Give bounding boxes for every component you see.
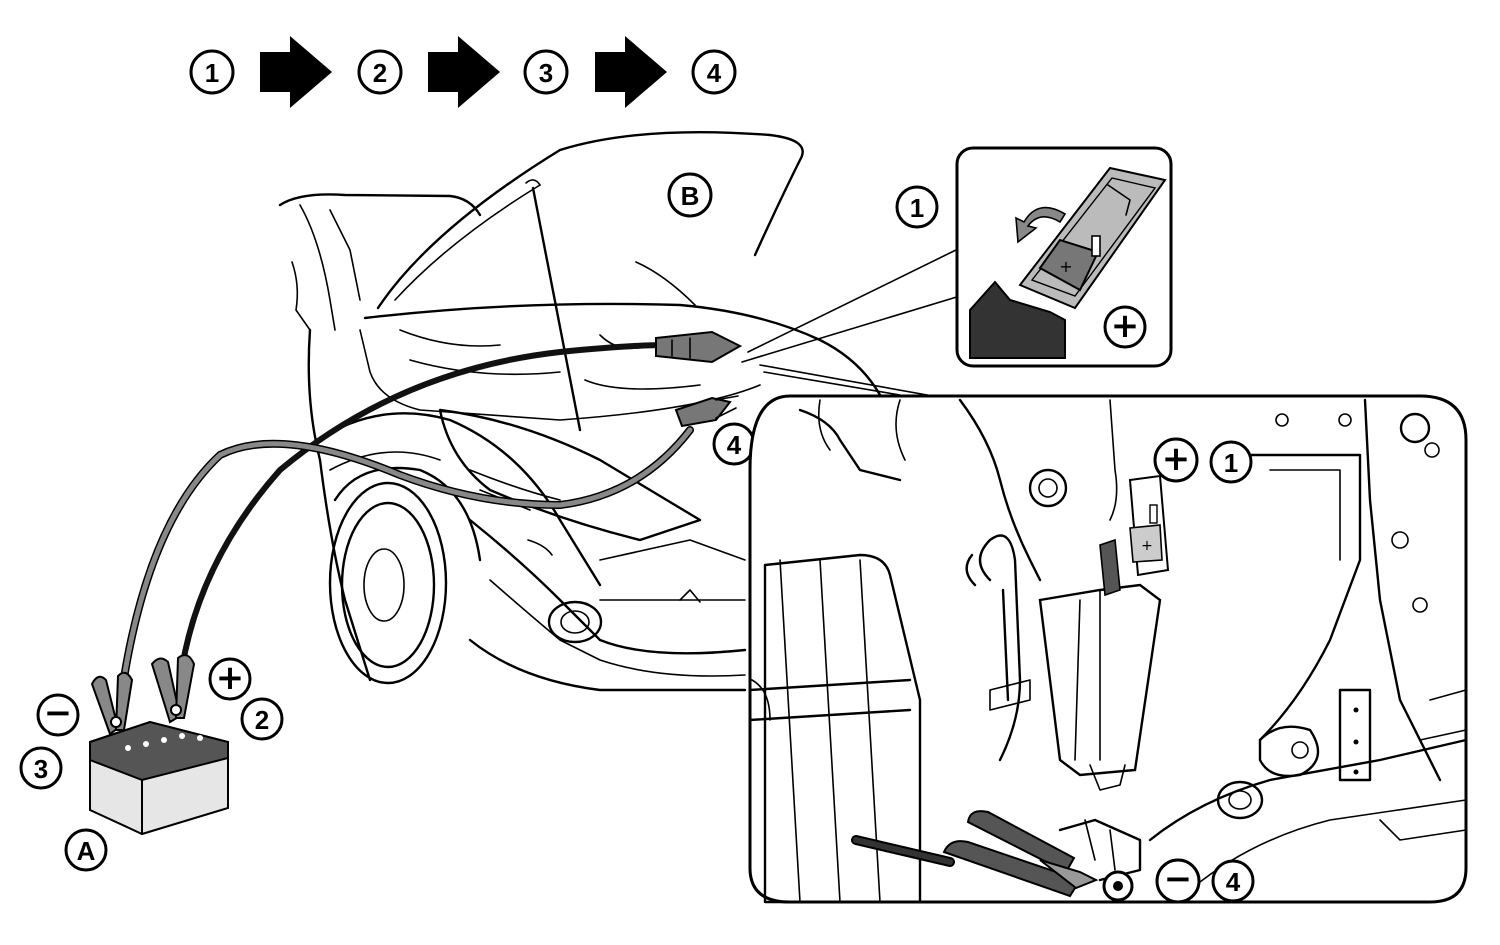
detail-positive-terminal-marker: + — [1153, 437, 1199, 483]
step-3-marker: 3 — [19, 746, 63, 790]
svg-text:2: 2 — [373, 58, 387, 88]
battery-negative-marker: − — [36, 693, 80, 737]
sequence-step-1: 1 — [189, 49, 235, 95]
svg-text:+: + — [1111, 306, 1140, 346]
detail-ground-negative-marker: − — [1155, 858, 1201, 904]
jumper-cables — [120, 247, 961, 682]
sequence-step-2: 2 — [357, 49, 403, 95]
svg-text:4: 4 — [1226, 867, 1241, 897]
sequence-step-3: 3 — [523, 49, 569, 95]
open-cover-arrow-icon — [1015, 206, 1067, 244]
booster-battery — [89, 654, 229, 836]
positive-clamp-vehicle — [655, 330, 743, 364]
connection-sequence: 1 2 3 4 — [189, 36, 737, 108]
engine-bay-detail: + + 1 − 4 — [748, 394, 1468, 904]
battery-positive-marker: + — [208, 657, 252, 701]
svg-text:3: 3 — [539, 58, 553, 88]
svg-text:+: + — [216, 658, 245, 698]
detail-positive-marker: + — [1103, 305, 1147, 349]
positive-clamp-battery — [150, 654, 196, 724]
step-4-marker: 4 — [712, 422, 756, 466]
step-1-marker: 1 — [895, 185, 939, 229]
vehicle-label: B — [667, 172, 713, 218]
step-2-marker: 2 — [240, 697, 284, 741]
svg-text:4: 4 — [707, 58, 722, 88]
vehicle-illustration — [278, 130, 882, 692]
svg-text:1: 1 — [205, 58, 219, 88]
svg-text:−: − — [1164, 859, 1193, 899]
svg-text:1: 1 — [910, 193, 924, 223]
booster-battery-label: A — [64, 828, 108, 872]
detail-step-1-marker: 1 — [1209, 440, 1253, 484]
svg-text:−: − — [44, 693, 73, 733]
right-arrow-icon — [428, 36, 500, 108]
svg-text:+: + — [1059, 257, 1072, 276]
right-arrow-icon — [595, 36, 667, 108]
svg-text:B: B — [681, 181, 700, 211]
detail-step-4-marker: 4 — [1211, 859, 1255, 903]
negative-clamp-battery — [90, 671, 134, 736]
svg-text:A: A — [77, 836, 96, 866]
svg-text:4: 4 — [727, 430, 742, 460]
negative-clamp-vehicle — [674, 395, 739, 428]
svg-text:+: + — [1162, 439, 1191, 479]
right-arrow-icon — [260, 36, 332, 108]
svg-text:1: 1 — [1224, 448, 1238, 478]
svg-text:+: + — [1141, 538, 1153, 554]
positive-cable — [179, 342, 671, 671]
svg-text:3: 3 — [34, 754, 48, 784]
sequence-step-4: 4 — [691, 49, 737, 95]
positive-terminal-detail: + + — [955, 146, 1173, 368]
svg-text:2: 2 — [255, 705, 269, 735]
